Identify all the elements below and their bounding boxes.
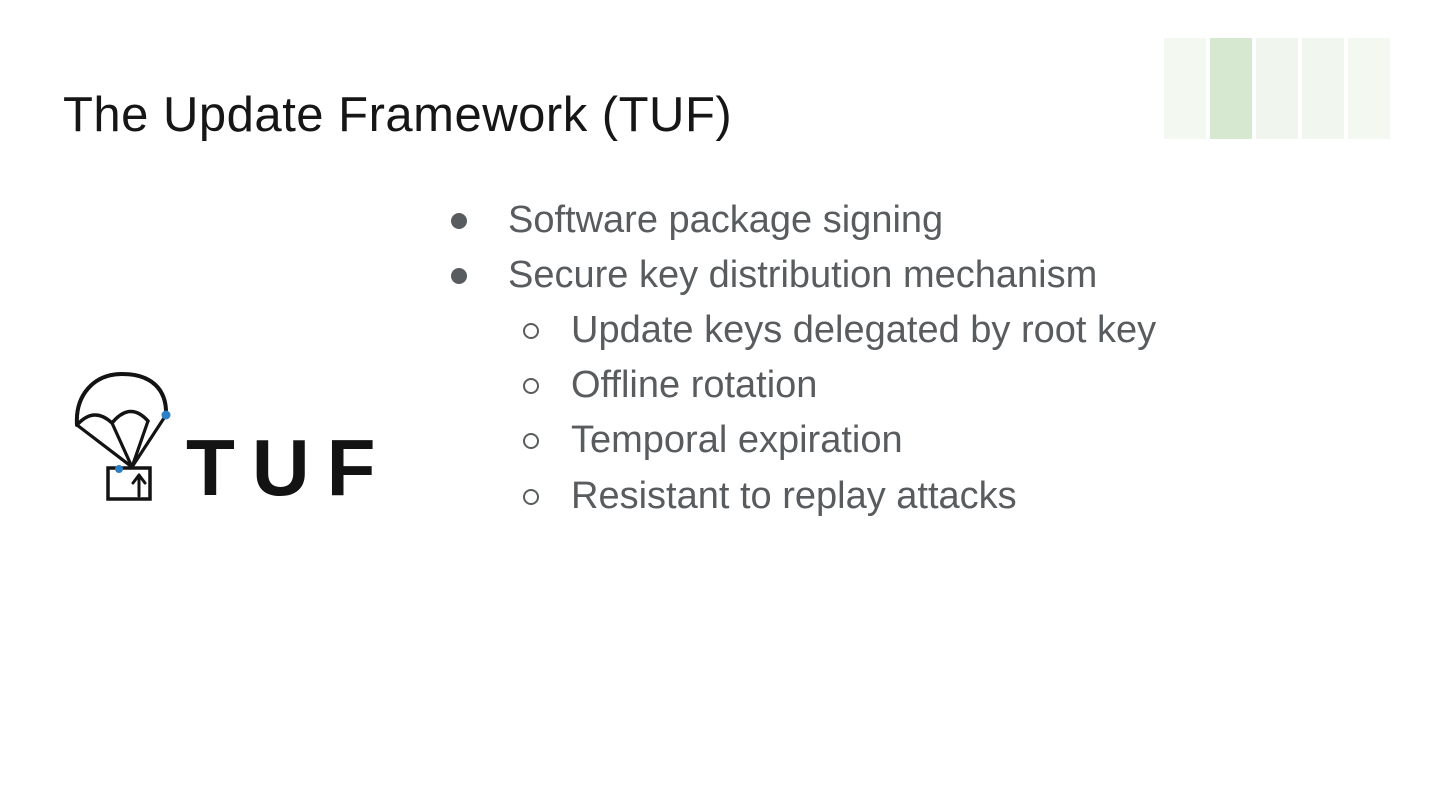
list-sub-item: Offline rotation (440, 359, 1240, 414)
list-item-text: Software package signing (508, 198, 944, 241)
suspension-lines (75, 413, 168, 469)
bullet-dot-icon (451, 212, 467, 229)
list-item-text: Secure key distribution mechanism (508, 253, 1098, 296)
parachute-canopy (74, 371, 169, 427)
list-sub-item: Temporal expiration (440, 414, 1240, 469)
bullet-circle-icon (523, 322, 539, 339)
list-item-text: Resistant to replay attacks (571, 474, 1017, 517)
decorative-bar (1302, 38, 1344, 139)
blue-dot-box (115, 465, 123, 473)
bullet-dot-icon (451, 267, 467, 284)
bullet-circle-icon (523, 488, 539, 505)
canopy-scallops (75, 409, 150, 427)
list-item: Secure key distribution mechanism (440, 248, 1240, 303)
tuf-wordmark: TUF (186, 423, 393, 512)
blue-dot-canopy (161, 410, 171, 420)
list-item-text: Update keys delegated by root key (571, 309, 1157, 352)
list-item-text: Offline rotation (571, 364, 818, 407)
list-sub-item: Resistant to replay attacks (440, 469, 1240, 524)
package-box (106, 466, 152, 501)
decorative-bar-strip (1164, 38, 1392, 139)
list-item-text: Temporal expiration (571, 419, 903, 462)
decorative-bar (1256, 38, 1298, 139)
slide-title: The Update Framework (TUF) (63, 88, 733, 142)
up-arrow-icon (131, 473, 147, 498)
decorative-bar (1164, 38, 1206, 139)
decorative-bar (1348, 38, 1390, 139)
tuf-logo: TUF (70, 368, 400, 513)
parachute-icon (74, 371, 171, 501)
list-item: Software package signing (440, 193, 1240, 248)
bullet-list: Software package signing Secure key dist… (440, 193, 1240, 524)
list-sub-item: Update keys delegated by root key (440, 303, 1240, 358)
bullet-circle-icon (523, 433, 539, 450)
bullet-circle-icon (523, 378, 539, 395)
decorative-bar (1210, 38, 1252, 139)
